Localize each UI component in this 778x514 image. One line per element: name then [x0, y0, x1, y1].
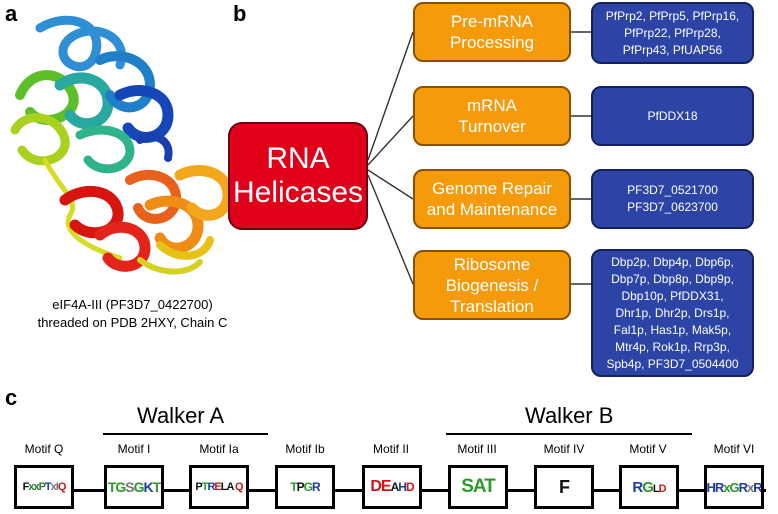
rna-helicases-line-2: Helicases — [232, 176, 364, 209]
category-label-line: Ribosome — [453, 254, 531, 274]
gene-line: PfPrp22, PfPrp28, — [624, 25, 721, 40]
gene-line: Mtr4p, Rok1p, Rrp3p, — [615, 339, 730, 354]
motif-label: Motif Ia — [199, 442, 239, 456]
category-genome-repair: Genome Repair and Maintenance — [413, 169, 571, 229]
motif-vi-logo: HRxGRxR — [704, 465, 764, 509]
sequence-logo: FxxPTxIQ — [22, 481, 67, 493]
category-mrna-turnover: mRNA Turnover — [413, 86, 571, 146]
sequence-logo: TPGR — [290, 480, 320, 494]
category-label-line: Genome Repair — [431, 179, 552, 198]
genes-ribosome-biogenesis: Dbp2p, Dbp4p, Dbp6p, Dbp7p, Dbp8p, Dbp9p… — [591, 249, 754, 377]
category-label-line: Processing — [449, 33, 535, 52]
connector-root-to-repair — [367, 169, 414, 200]
connector-root-to-preprocessing — [367, 31, 414, 161]
motif-iii-logo: SAT — [448, 465, 508, 509]
gene-line: PF3D7_0521700 — [627, 183, 718, 197]
category-preprocessing: Pre-mRNA Processing — [413, 2, 571, 62]
rna-helicases-node: RNA Helicases — [228, 122, 368, 230]
structure-caption-line-2: threaded on PDB 2HXY, Chain C — [37, 315, 228, 330]
gene-line: Dbp10p, PfDDX31, — [621, 288, 724, 303]
motif-label: Motif Ib — [285, 442, 325, 456]
category-label-line: Translation — [450, 296, 534, 316]
gene-line: Dhr1p, Dhr2p, Drs1p, — [615, 305, 730, 320]
category-label-line: and Maintenance — [426, 200, 558, 219]
sequence-logo: DEAHD — [370, 478, 414, 495]
category-label-line: mRNA — [466, 96, 518, 115]
motif-label: Motif IV — [543, 442, 585, 456]
motif-label: Motif III — [457, 442, 497, 456]
motif-label: Motif Q — [24, 442, 64, 456]
structure-caption-line-1: eIF4A-III (PF3D7_0422700) — [52, 297, 213, 312]
category-ribosome-biogenesis: Ribosome Biogenesis / Translation — [413, 250, 571, 320]
motif-label: Motif VI — [713, 442, 755, 456]
sequence-logo: SAT — [461, 476, 496, 497]
panel-letter-b: b — [233, 1, 247, 26]
walker-b-label: Walker B — [525, 403, 614, 428]
motif-ii-logo: DEAHD — [362, 465, 422, 509]
walker-b-bracket — [446, 433, 692, 435]
motif-iv-logo: F — [534, 465, 594, 509]
connector-root-to-turnover — [367, 115, 414, 166]
motif-ib-logo: TPGR — [275, 465, 335, 509]
motif-q-logo: FxxPTxIQ — [14, 465, 74, 509]
motif-label: Motif V — [629, 442, 667, 456]
gene-line: PfPrp43, PfUAP56 — [622, 42, 723, 57]
walker-a-label: Walker A — [137, 403, 225, 428]
sequence-logo: RGLD — [632, 478, 666, 496]
walker-a-bracket — [103, 433, 268, 435]
connector-root-to-ribosome — [367, 174, 414, 285]
motif-ia-logo: PTRELA Q — [189, 465, 249, 509]
genes-preprocessing: PfPrp2, PfPrp5, PfPrp16, PfPrp22, PfPrp2… — [591, 2, 754, 64]
genes-genome-repair: PF3D7_0521700 PF3D7_0623700 — [591, 169, 754, 229]
gene-line: Spb4p, PF3D7_0504400 — [606, 356, 739, 371]
category-label-line: Biogenesis / — [445, 275, 539, 295]
category-label-line: Pre-mRNA — [450, 12, 534, 31]
category-label-line: Turnover — [458, 117, 526, 136]
motif-label: Motif I — [117, 442, 151, 456]
sequence-logo: TGSGKT — [107, 479, 161, 495]
panel-letter-a: a — [5, 1, 18, 26]
gene-line: Dbp7p, Dbp8p, Dbp9p, — [611, 271, 734, 286]
sequence-logo: PTRELA Q — [195, 481, 243, 493]
protein-structure-image — [10, 15, 234, 275]
sequence-logo: F — [559, 476, 570, 497]
sequence-logo: HRxGRxR — [706, 479, 762, 495]
genes-mrna-turnover: PfDDX18 — [591, 86, 754, 146]
gene-line: Fal1p, Has1p, Mak5p, — [613, 322, 732, 337]
rna-helicases-line-1: RNA — [266, 142, 330, 175]
motif-i-logo: TGSGKT — [104, 465, 164, 509]
gene-line: PfDDX18 — [647, 108, 698, 123]
motif-v-logo: RGLD — [619, 465, 679, 509]
gene-line: PF3D7_0623700 — [627, 200, 718, 214]
motif-label: Motif II — [372, 442, 409, 456]
panel-letter-c: c — [5, 385, 18, 410]
gene-line: Dbp2p, Dbp4p, Dbp6p, — [611, 254, 734, 269]
gene-line: PfPrp2, PfPrp5, PfPrp16, — [605, 8, 740, 23]
